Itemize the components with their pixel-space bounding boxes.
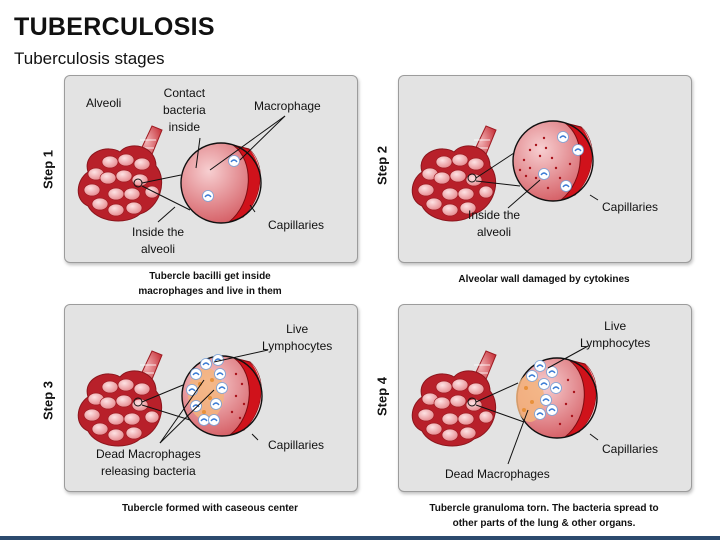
step-label-3: Step 3 xyxy=(40,381,56,421)
label-contact-bacteria: Contact bacteria inside xyxy=(163,85,206,136)
page-subtitle: Tuberculosis stages xyxy=(14,49,165,68)
caption-step-2: Alveolar wall damaged by cytokines xyxy=(398,272,690,287)
label-dead-line1: Dead Macrophages xyxy=(96,447,201,461)
step-label-1: Step 1 xyxy=(40,150,56,190)
caption-1-line2: macrophages and live in them xyxy=(138,286,282,297)
connector-lines-2 xyxy=(467,152,599,209)
label-inside-line1: Inside the xyxy=(468,208,521,222)
label-contact-line3: inside xyxy=(168,120,201,134)
caption-step-4: Tubercle granuloma torn. The bacteria sp… xyxy=(398,501,690,531)
footer-bar xyxy=(0,536,720,540)
label-live-lymphocytes-3: Live Lymphocytes xyxy=(262,321,332,355)
zoom-circle-2 xyxy=(512,120,594,202)
connector-lines-1 xyxy=(133,174,191,211)
zoom-circle-4 xyxy=(516,357,598,439)
caption-step-3: Tubercle formed with caseous center xyxy=(64,501,356,516)
caption-1-line1: Tubercle bacilli get inside xyxy=(149,271,271,282)
caption-step-1: Tubercle bacilli get inside macrophages … xyxy=(64,269,356,299)
label-dead-line2: releasing bacteria xyxy=(101,464,196,478)
label-inside-line2: alveoli xyxy=(141,242,176,256)
label-macrophage: Macrophage xyxy=(254,99,321,113)
lung-illustration-1 xyxy=(77,125,163,222)
label-contact-line2: bacteria xyxy=(163,103,206,117)
caption-3-line1: Tubercle formed with caseous center xyxy=(122,503,298,514)
connector-lines-3 xyxy=(133,349,269,444)
label-inside-line1: Inside the xyxy=(132,225,185,239)
step-label-4: Step 4 xyxy=(374,377,390,417)
label-alveoli: Alveoli xyxy=(86,96,122,110)
label-live-lymphocytes-4: Live Lymphocytes xyxy=(580,318,650,352)
caption-4-line1: Tubercle granuloma torn. The bacteria sp… xyxy=(429,503,659,514)
zoom-circle-3 xyxy=(181,353,263,437)
caption-4-line2: other parts of the lung & other organs. xyxy=(452,518,636,529)
label-inside-line2: alveoli xyxy=(477,225,512,239)
label-live-line2: Lymphocytes xyxy=(262,339,333,353)
pointer-lines-1 xyxy=(157,115,286,223)
connector-lines-4 xyxy=(467,345,599,465)
label-capillaries-3: Capillaries xyxy=(268,438,325,452)
step-label-2: Step 2 xyxy=(374,146,390,186)
label-live-line1: Live xyxy=(286,322,309,336)
label-inside-alveoli-2: Inside the alveoli xyxy=(468,207,520,241)
label-capillaries-1: Capillaries xyxy=(268,218,325,232)
label-capillaries-4: Capillaries xyxy=(602,442,659,456)
zoom-circle-1 xyxy=(180,142,262,224)
label-live-line2: Lymphocytes xyxy=(580,336,651,350)
label-inside-alveoli-1: Inside the alveoli xyxy=(132,224,184,258)
label-dead-macrophages-3: Dead Macrophages releasing bacteria xyxy=(96,446,201,480)
label-contact-line1: Contact xyxy=(163,86,206,100)
page-title: TUBERCULOSIS xyxy=(14,13,215,41)
caption-2-line1: Alveolar wall damaged by cytokines xyxy=(458,274,630,285)
label-capillaries-2: Capillaries xyxy=(602,200,659,214)
label-live-line1: Live xyxy=(604,319,627,333)
label-dead-macrophages-4: Dead Macrophages xyxy=(445,467,550,481)
